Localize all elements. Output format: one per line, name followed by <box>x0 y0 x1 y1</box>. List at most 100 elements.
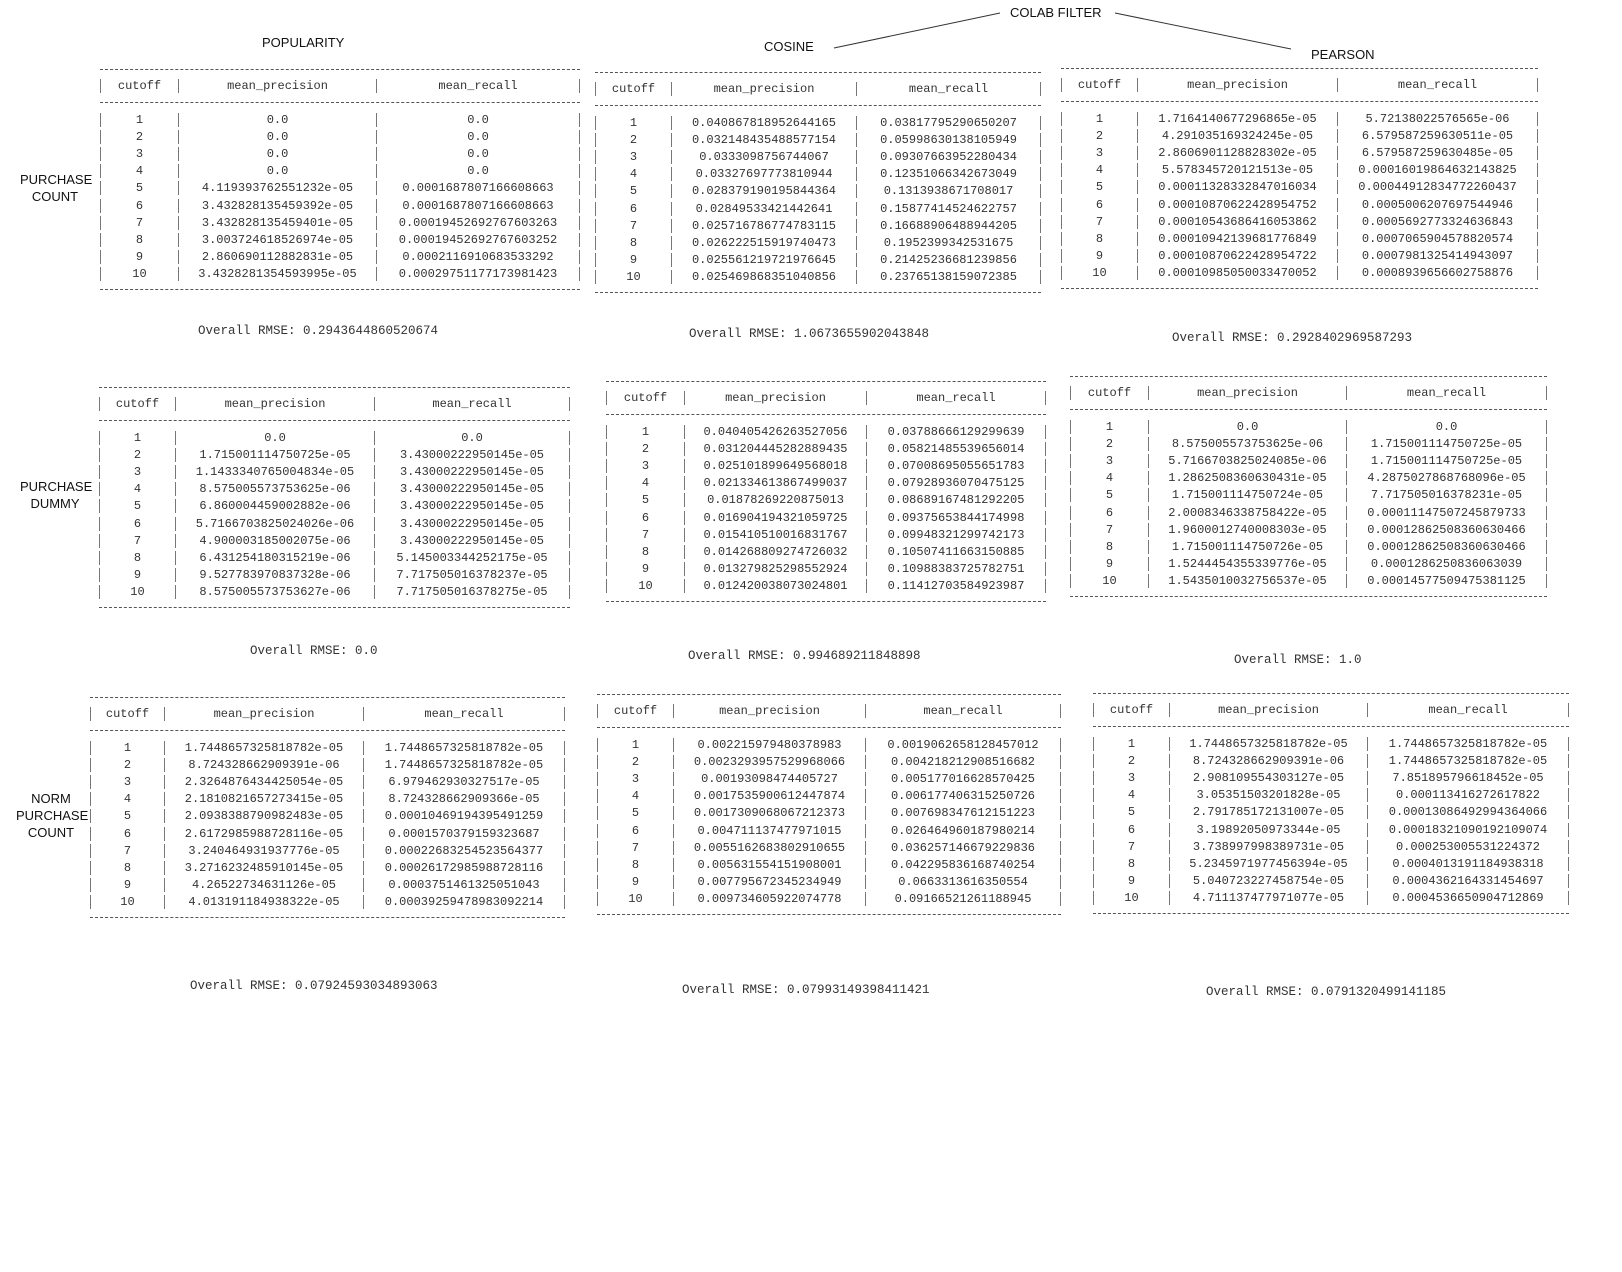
table-cell-mean-recall: 0.00016019864632143825 <box>1337 163 1538 178</box>
table-cell-mean-recall: 0.0002116910683533292 <box>376 250 580 265</box>
table-cell-cutoff: 3 <box>1093 770 1169 785</box>
table-cell-cutoff: 1 <box>100 112 178 127</box>
table-cell-mean-recall: 4.2875027868768096e-05 <box>1346 471 1547 486</box>
table-cell-mean-precision: 8.575005573753625e-06 <box>175 482 374 497</box>
table-cell-mean-recall: 0.0005692773324636843 <box>1337 214 1538 229</box>
table-cell-mean-recall: 0.00039259478983092214 <box>363 895 565 910</box>
table-cell-mean-recall: 0.1952399342531675 <box>856 235 1041 250</box>
row-label-line: COUNT <box>27 825 75 840</box>
table-cell-mean-precision: 3.240464931937776e-05 <box>164 843 363 858</box>
table-cell-mean-recall: 0.0 <box>376 146 580 161</box>
table-cell-mean-recall: 8.724328662909366e-05 <box>363 792 565 807</box>
row-label-line: NORM <box>31 791 71 806</box>
table-cell-cutoff: 8 <box>99 550 175 565</box>
table-cell-mean-recall: 0.00019452692767603263 <box>376 215 580 230</box>
table-cell-mean-precision: 0.0 <box>175 430 374 445</box>
table-rule <box>1093 693 1569 694</box>
table-cell-mean-recall: 0.21425236681239856 <box>856 253 1041 268</box>
table-cell-cutoff: 1 <box>597 737 673 752</box>
table-cell-cutoff: 8 <box>1061 231 1137 246</box>
table-cell-cutoff: 7 <box>606 527 684 542</box>
table-cell-mean-precision: 3.003724618526974e-05 <box>178 232 376 247</box>
table-cell-mean-recall: 1.7448657325818782e-05 <box>363 757 565 772</box>
table-cell-mean-precision: 0.03327697773810944 <box>671 167 856 182</box>
table-cell-mean-precision: 5.7166703825024026e-06 <box>175 516 374 531</box>
table-cell-mean-precision: 0.01878269220875013 <box>684 493 866 508</box>
column-header-cutoff: cutoff <box>100 79 178 93</box>
table-cell-mean-recall: 0.0008939656602758876 <box>1337 266 1538 281</box>
table-cell-cutoff: 5 <box>597 806 673 821</box>
table-cell-mean-precision: 4.291035169324245e-05 <box>1137 128 1337 143</box>
table-cell-cutoff: 4 <box>595 167 671 182</box>
table-cell-mean-recall: 0.0005006207697544946 <box>1337 197 1538 212</box>
table-rule <box>1061 101 1538 102</box>
table-cell-mean-precision: 0.00193098474405727 <box>673 771 865 786</box>
table-cell-mean-precision: 5.7166703825024085e-06 <box>1148 453 1346 468</box>
table-cell-mean-precision: 0.0333098756744067 <box>671 149 856 164</box>
table-cell-mean-precision: 1.2862508360630431e-05 <box>1148 471 1346 486</box>
table-cell-mean-recall: 0.0 <box>1346 419 1547 434</box>
table-rule <box>100 69 580 70</box>
table-cell-mean-recall: 0.1313938671708017 <box>856 184 1041 199</box>
table-cell-cutoff: 5 <box>1070 488 1148 503</box>
table-cell-mean-recall: 7.717505016378275e-05 <box>374 585 570 600</box>
table-cell-cutoff: 3 <box>597 771 673 786</box>
table-cell-mean-recall: 0.0663313616350554 <box>865 875 1061 890</box>
table-cell-cutoff: 2 <box>1061 128 1137 143</box>
column-header-mean-precision: mean_precision <box>684 391 866 405</box>
table-cell-mean-recall: 0.10507411663150885 <box>866 544 1046 559</box>
table-cell-mean-precision: 9.527783970837328e-06 <box>175 568 374 583</box>
table-cell-cutoff: 9 <box>606 562 684 577</box>
table-cell-mean-precision: 0.00010543686416053862 <box>1137 214 1337 229</box>
table-cell-cutoff: 7 <box>90 843 164 858</box>
table-cell-mean-precision: 4.013191184938322e-05 <box>164 895 363 910</box>
table-cell-mean-precision: 0.032148435488577154 <box>671 132 856 147</box>
table-cell-mean-recall: 0.09307663952280434 <box>856 149 1041 164</box>
table-cell-mean-recall: 0.0001570379159323687 <box>363 826 565 841</box>
table-cell-cutoff: 1 <box>90 740 164 755</box>
table-cell-mean-recall: 5.145003344252175e-05 <box>374 550 570 565</box>
table-cell-mean-recall: 3.43000222950145e-05 <box>374 464 570 479</box>
table-cell-cutoff: 4 <box>99 482 175 497</box>
table-rule <box>90 730 565 731</box>
table-cell-cutoff: 5 <box>595 184 671 199</box>
table-cell-mean-precision: 0.040405426263527056 <box>684 424 866 439</box>
table-cell-mean-precision: 1.5244454355339776e-05 <box>1148 557 1346 572</box>
table-rule <box>597 727 1061 728</box>
table-cell-mean-recall: 0.00011147507245879733 <box>1346 505 1547 520</box>
table-rule <box>100 288 580 290</box>
column-header-cutoff: cutoff <box>99 397 175 411</box>
row-label-purchase-dummy: PURCHASE DUMMY <box>20 478 92 512</box>
column-header-mean-precision: mean_precision <box>1169 703 1367 717</box>
